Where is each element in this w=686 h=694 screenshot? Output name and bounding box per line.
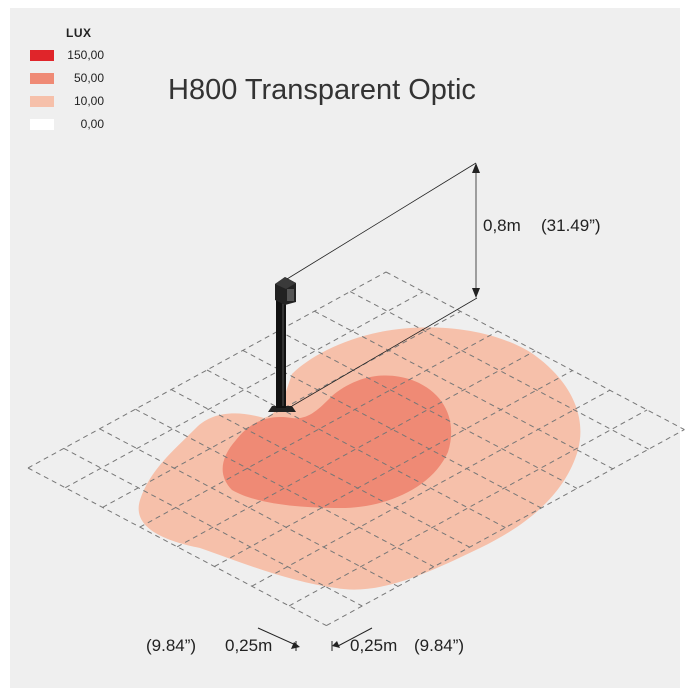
grid-line [278, 330, 578, 489]
legend-title: LUX [66, 26, 92, 40]
grid-line [99, 428, 399, 587]
legend-swatch-0 [30, 119, 54, 130]
grid-line [242, 349, 542, 509]
grid-line [63, 447, 363, 607]
legend-label-10: 10,00 [73, 94, 104, 108]
grid-line [206, 369, 506, 529]
legend-swatch-150 [30, 50, 54, 61]
grid-line [27, 467, 327, 627]
grid-line [135, 408, 435, 568]
height-dimension [286, 162, 480, 407]
grid-right-imperial-label: (9.84”) [414, 636, 465, 655]
height-label: 0,8m [483, 216, 521, 235]
grid-line [314, 310, 614, 470]
grid-left-imperial-label: (9.84”) [146, 636, 197, 655]
legend-swatch-50 [30, 73, 54, 84]
luminaire-pole [268, 290, 296, 412]
diagram-title: H800 Transparent Optic [168, 74, 476, 106]
grid-line [349, 291, 649, 450]
legend-swatch-10 [30, 96, 54, 107]
grid-left-label: 0,25m [225, 636, 273, 655]
luminaire-head-icon [275, 277, 296, 305]
floor-grid [27, 271, 685, 627]
grid-right-label: 0,25m [350, 636, 398, 655]
illuminance-zone-50 [222, 375, 452, 508]
grid-spacing-dimension [257, 627, 373, 651]
legend-label-0: 0,00 [80, 117, 104, 131]
legend-label-150: 150,00 [67, 48, 104, 62]
grid-line [170, 389, 470, 548]
grid-line [385, 271, 685, 431]
legend-label-50: 50,00 [73, 71, 104, 85]
height-imperial-label: (31.49”) [541, 216, 601, 235]
